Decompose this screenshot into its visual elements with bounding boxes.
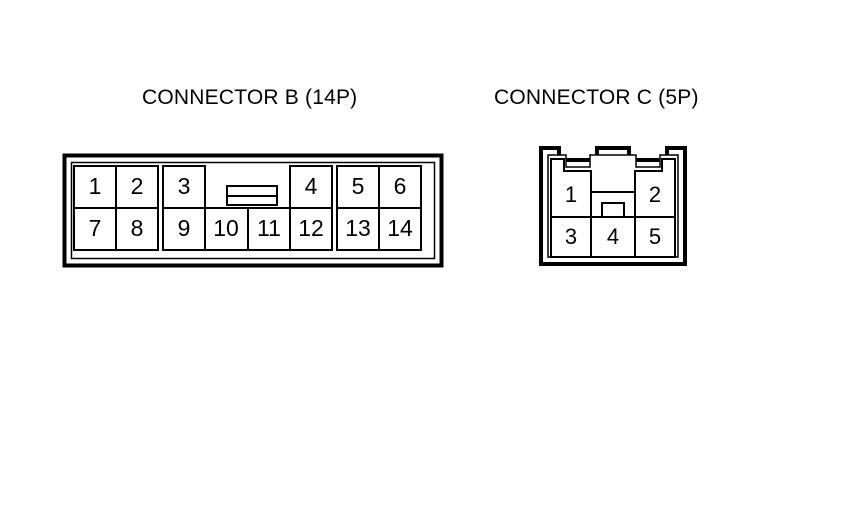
connector-b-pin-label-14: 14 bbox=[387, 215, 413, 241]
connector-c-pin-label-1: 1 bbox=[565, 182, 577, 207]
connector-b-pin-label-5: 5 bbox=[352, 173, 365, 199]
connector-c-pin-cell-5 bbox=[634, 216, 676, 258]
connector-b-pin-label-6: 6 bbox=[394, 173, 407, 199]
connector-b-pin-label-2: 2 bbox=[131, 173, 144, 199]
connector-b-pin-cell-11 bbox=[247, 207, 291, 251]
connector-b-pin-cell-9 bbox=[162, 207, 206, 251]
connector-b-pin-label-8: 8 bbox=[131, 215, 144, 241]
connector-b-pin-cell-14 bbox=[378, 207, 422, 251]
connector-c-pin-label-2: 2 bbox=[649, 182, 661, 207]
connector-c-pin-label-5: 5 bbox=[649, 224, 661, 249]
connector-c-figure: 1 2 3 4 5 bbox=[534, 141, 692, 271]
connector-b-pin-cell-4 bbox=[289, 165, 333, 209]
connector-b-pin-cell-2 bbox=[115, 165, 159, 209]
connector-b-pin-label-7: 7 bbox=[89, 215, 102, 241]
connector-b-figure: 1 2 3 4 5 6 7 8 9 10 11 12 13 14 bbox=[60, 150, 446, 272]
connector-c-pin-label-3: 3 bbox=[565, 224, 577, 249]
connector-b-latch-tab bbox=[226, 185, 278, 206]
connector-b-pin-cell-8 bbox=[115, 207, 159, 251]
connector-b-pin-label-10: 10 bbox=[213, 215, 239, 241]
connector-b-pin-label-9: 9 bbox=[178, 215, 191, 241]
connector-c-title: CONNECTOR C (5P) bbox=[494, 86, 699, 109]
connector-b-pin-label-11: 11 bbox=[257, 215, 281, 241]
connector-b-pin-label-4: 4 bbox=[305, 173, 318, 199]
connector-b-pin-label-12: 12 bbox=[298, 215, 324, 241]
connector-b-pin-label-3: 3 bbox=[178, 173, 191, 199]
connector-b-pin-cell-12 bbox=[289, 207, 333, 251]
connector-b-pin-cell-6 bbox=[378, 165, 422, 209]
connector-b-title: CONNECTOR B (14P) bbox=[142, 86, 358, 109]
connector-c-pin-label-4: 4 bbox=[607, 224, 619, 249]
connector-b-pin-label-13: 13 bbox=[345, 215, 371, 241]
connector-b-pin-cell-10 bbox=[204, 207, 249, 251]
connector-b-pin-label-1: 1 bbox=[89, 173, 102, 199]
connector-c-latch-tab bbox=[590, 191, 636, 218]
